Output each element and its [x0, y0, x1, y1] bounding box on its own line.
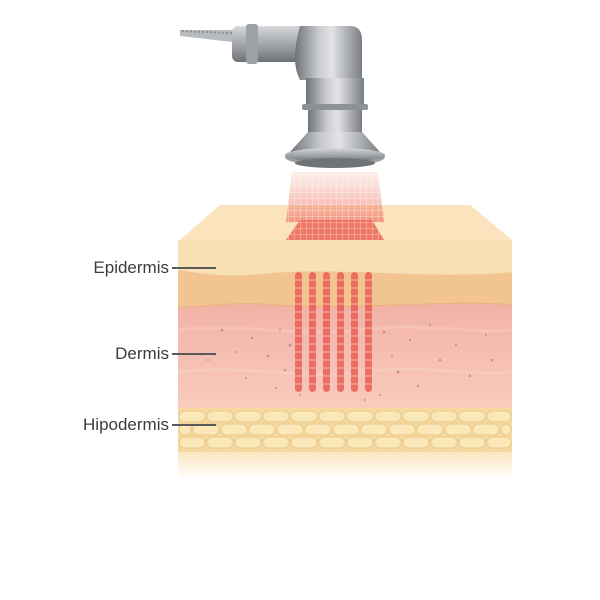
- hypodermis-fat-cells: [178, 410, 512, 449]
- fat-cell: [500, 423, 512, 436]
- fat-cell: [388, 423, 416, 436]
- fat-cell: [486, 410, 512, 423]
- epidermis-lower-layer: [178, 270, 512, 308]
- laser-micro-column: [337, 272, 344, 392]
- fat-cell: [290, 410, 318, 423]
- laser-micro-column: [295, 272, 302, 392]
- fat-cell: [360, 423, 388, 436]
- fat-cell: [262, 410, 290, 423]
- fat-cell: [430, 410, 458, 423]
- fat-cell: [430, 436, 458, 449]
- fat-cell: [318, 436, 346, 449]
- fat-cell: [346, 410, 374, 423]
- label-epidermis: Epidermis: [93, 258, 169, 277]
- fat-cell: [234, 436, 262, 449]
- dermis-particles: [207, 324, 494, 401]
- fat-cell: [248, 423, 276, 436]
- epidermis-layer: [178, 240, 512, 276]
- fat-cell: [304, 423, 332, 436]
- label-hypodermis: Hipodermis: [83, 415, 169, 434]
- leader-lines: [172, 267, 216, 426]
- fat-cell: [206, 410, 234, 423]
- fat-cell: [346, 436, 374, 449]
- fat-cell: [458, 410, 486, 423]
- fat-cell: [206, 436, 234, 449]
- laser-micro-column: [309, 272, 316, 392]
- fat-cell: [220, 423, 248, 436]
- fat-cell: [178, 410, 206, 423]
- fat-cell: [486, 436, 512, 449]
- fat-cell: [276, 423, 304, 436]
- fat-cell: [472, 423, 500, 436]
- fat-cell: [458, 436, 486, 449]
- fat-cell: [332, 423, 360, 436]
- fat-cell: [416, 423, 444, 436]
- fat-cell: [262, 436, 290, 449]
- fat-cell: [234, 410, 262, 423]
- laser-beam: [286, 172, 384, 240]
- laser-micro-column: [323, 272, 330, 392]
- laser-handpiece: [180, 24, 385, 168]
- fat-cell: [444, 423, 472, 436]
- laser-micro-column: [351, 272, 358, 392]
- dermis-layer: [178, 303, 512, 408]
- fat-cell: [318, 410, 346, 423]
- fat-cell: [374, 410, 402, 423]
- laser-micro-column: [365, 272, 372, 392]
- fat-cell: [290, 436, 318, 449]
- laser-micro-columns: [295, 272, 372, 392]
- label-dermis: Dermis: [115, 344, 169, 363]
- fat-cell: [402, 436, 430, 449]
- skin-block: [177, 205, 513, 480]
- fat-cell: [374, 436, 402, 449]
- fat-cell: [178, 436, 206, 449]
- fat-cell: [402, 410, 430, 423]
